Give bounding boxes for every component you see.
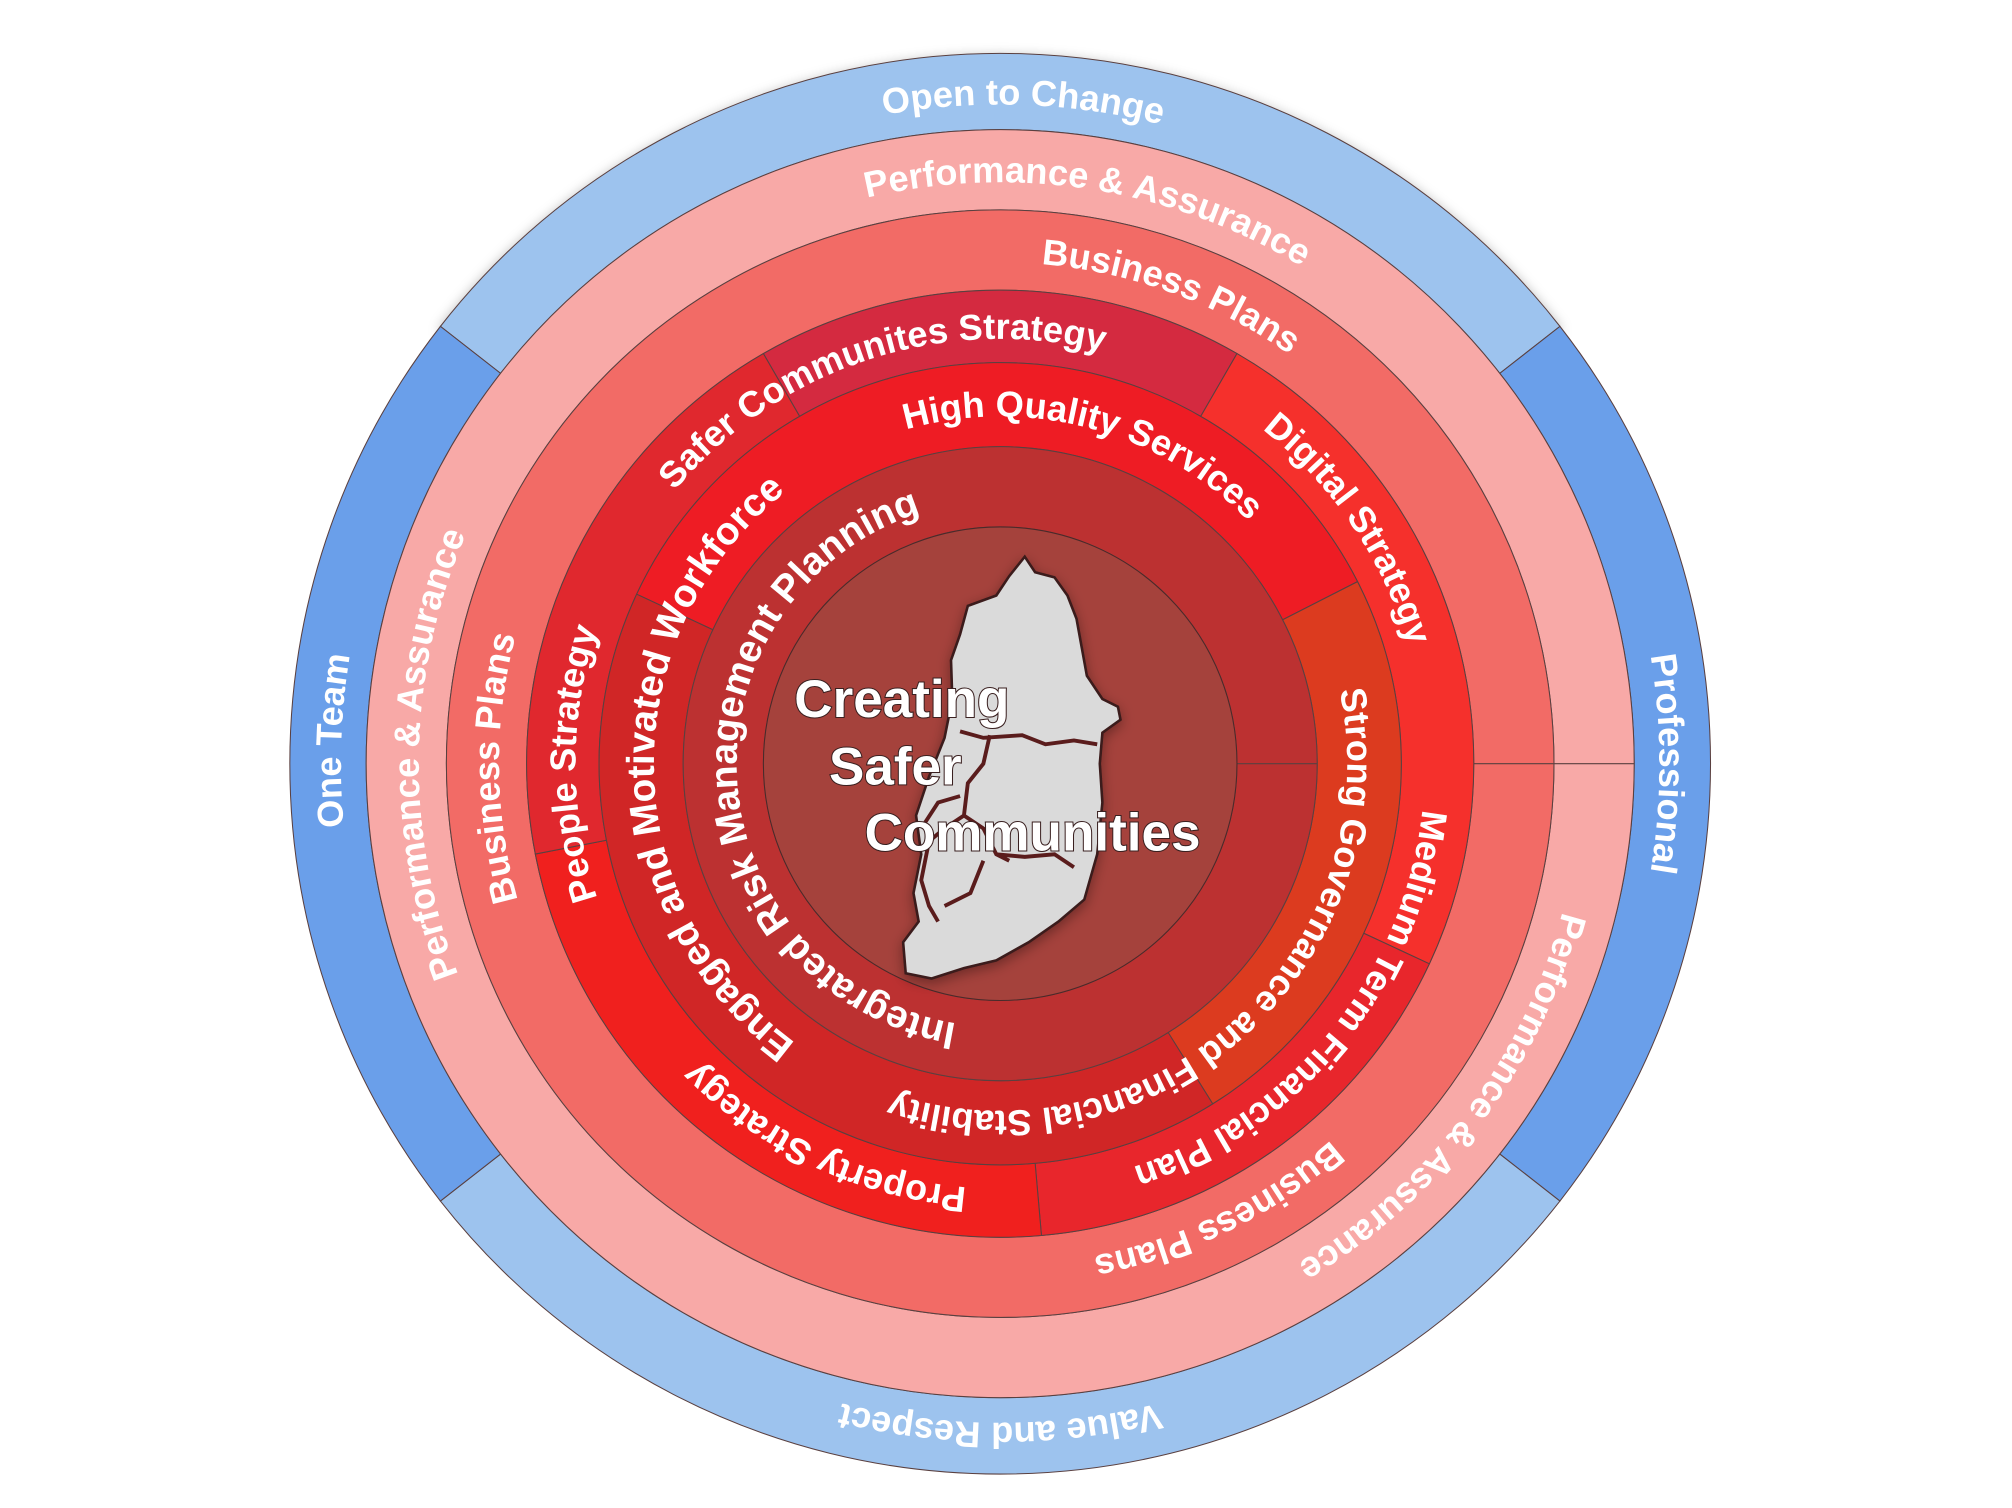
county-map-outline (901, 554, 1122, 980)
county-map (901, 554, 1122, 980)
center-title-line-3: Communities (865, 803, 1201, 862)
center-title-line-2: Safer (829, 737, 962, 796)
center-title: Creating Safer Communities (793, 669, 1201, 863)
center-title-line-1: Creating (794, 670, 1009, 729)
district-borders (919, 729, 1098, 923)
